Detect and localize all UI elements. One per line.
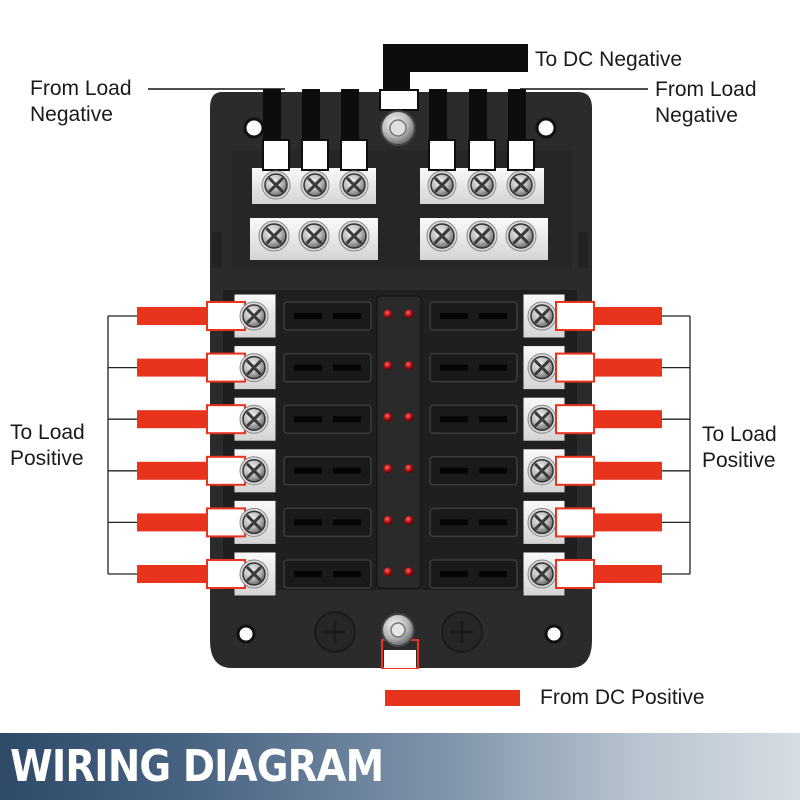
mounting-hole-icon: [236, 117, 564, 644]
label-to-load-positive-left: To Load Positive: [10, 420, 85, 472]
fuse-slot: [283, 352, 372, 383]
screw-terminal-icon: [239, 353, 269, 383]
screw-terminal-icon: [527, 507, 557, 537]
label-line-1: From Load: [30, 77, 132, 100]
led-indicator-icon: [404, 515, 414, 525]
fuse-rows: [283, 301, 518, 589]
screw-terminal-icon: [527, 301, 557, 331]
power-stud-icon: [381, 613, 415, 647]
screw-terminal-icon: [258, 220, 290, 252]
negative-wire: [468, 89, 496, 171]
negative-wire: [428, 89, 456, 171]
positive-terminal-left: [137, 293, 277, 339]
led-indicator-icon: [404, 361, 414, 371]
screw-terminal-icon: [338, 220, 370, 252]
screw-terminal-icon: [527, 559, 557, 589]
screw-terminal-icon: [239, 456, 269, 486]
led-indicator-icon: [404, 309, 414, 319]
screw-terminal-icon: [527, 404, 557, 434]
fuse-slot: [283, 559, 372, 589]
positive-terminal-left: [137, 345, 277, 391]
screw-terminal-icon: [239, 404, 269, 434]
screw-terminal-icon: [427, 170, 457, 200]
label-from-load-negative-right: From Load Negative: [655, 77, 757, 129]
negative-wire: [340, 89, 368, 171]
positive-terminal-right: [522, 293, 662, 339]
screw-terminal-icon: [527, 353, 557, 383]
screw-terminal-icon: [505, 220, 537, 252]
label-to-dc-negative: To DC Negative: [535, 48, 683, 71]
dc-negative-wire: [379, 44, 528, 111]
label-line-2: Positive: [10, 447, 84, 470]
screw-terminal-icon: [467, 170, 497, 200]
fuse-slot: [429, 456, 518, 486]
positive-terminal-right: [522, 499, 662, 545]
negative-wire: [262, 89, 290, 171]
screw-terminal-icon: [527, 456, 557, 486]
led-strip: [376, 295, 422, 589]
positive-terminal-right: [522, 396, 662, 442]
banner-title: WIRING DIAGRAM: [10, 741, 384, 792]
led-indicator-icon: [383, 515, 393, 525]
banner: WIRING DIAGRAM: [0, 733, 800, 800]
screw-terminal-icon: [239, 507, 269, 537]
label-line-1: To Load: [702, 423, 777, 446]
screw-terminal-icon: [506, 170, 536, 200]
label-line-1: From Load: [655, 78, 757, 101]
negative-wires: [262, 89, 535, 171]
fuse-block-wiring-diagram: [107, 44, 691, 706]
led-indicator-icon: [404, 567, 414, 577]
led-indicator-icon: [383, 464, 393, 474]
positive-terminal-right: [522, 448, 662, 494]
screw-terminal-icon: [466, 220, 498, 252]
screw-terminal-icon: [298, 220, 330, 252]
positive-terminal-left: [137, 499, 277, 545]
fuse-slot: [283, 456, 372, 486]
label-to-load-positive-right: To Load Positive: [702, 422, 777, 474]
fuse-slot: [429, 404, 518, 434]
power-stud-icon: [380, 110, 416, 146]
positive-terminal-right: [522, 551, 662, 597]
fuse-slot: [283, 404, 372, 434]
screw-terminals: [258, 170, 537, 252]
label-line-2: Positive: [702, 449, 776, 472]
label-from-dc-positive: From DC Positive: [540, 686, 705, 709]
led-indicator-icon: [404, 464, 414, 474]
positive-output-wires: [137, 293, 662, 597]
fuse-slot: [429, 507, 518, 538]
led-indicator-icon: [383, 309, 393, 319]
positive-terminal-left: [137, 551, 277, 597]
fuse-slot: [429, 352, 518, 383]
positive-terminal-right: [522, 345, 662, 391]
screw-terminal-icon: [339, 170, 369, 200]
screw-terminal-icon: [261, 170, 291, 200]
label-from-load-negative-left: From Load Negative: [30, 76, 132, 128]
negative-wire: [507, 89, 535, 171]
label-line-1: To Load: [10, 421, 85, 444]
led-indicators: [383, 309, 414, 577]
fuse-slot: [283, 507, 372, 538]
screw-terminal-icon: [239, 559, 269, 589]
screw-terminal-icon: [239, 301, 269, 331]
label-line-2: Negative: [655, 104, 738, 127]
fuse-slot: [429, 559, 518, 589]
screw-terminal-icon: [300, 170, 330, 200]
led-indicator-icon: [383, 361, 393, 371]
led-indicator-icon: [404, 412, 414, 422]
positive-terminal-left: [137, 396, 277, 442]
label-line-2: Negative: [30, 103, 113, 126]
fuse-slot: [429, 301, 518, 331]
bracket-lines: [107, 315, 691, 575]
led-indicator-icon: [383, 567, 393, 577]
led-indicator-icon: [383, 412, 393, 422]
screw-terminal-icon: [426, 220, 458, 252]
negative-wire: [301, 89, 329, 171]
fuse-slot: [283, 301, 372, 331]
positive-terminal-left: [137, 448, 277, 494]
